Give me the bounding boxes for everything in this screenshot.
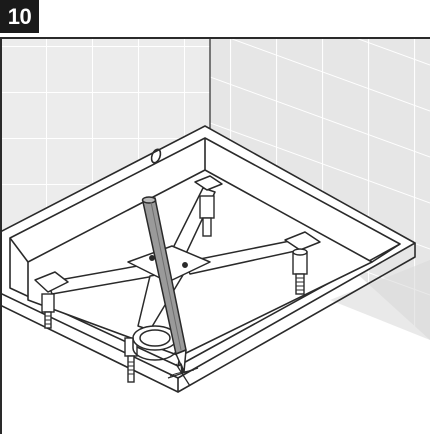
step-number-badge: 10 [0, 0, 39, 33]
pencil-icon [141, 196, 199, 387]
illustration-frame [0, 37, 430, 434]
shower-tray-illustration [2, 39, 430, 393]
drain-hole-icon [132, 325, 178, 361]
